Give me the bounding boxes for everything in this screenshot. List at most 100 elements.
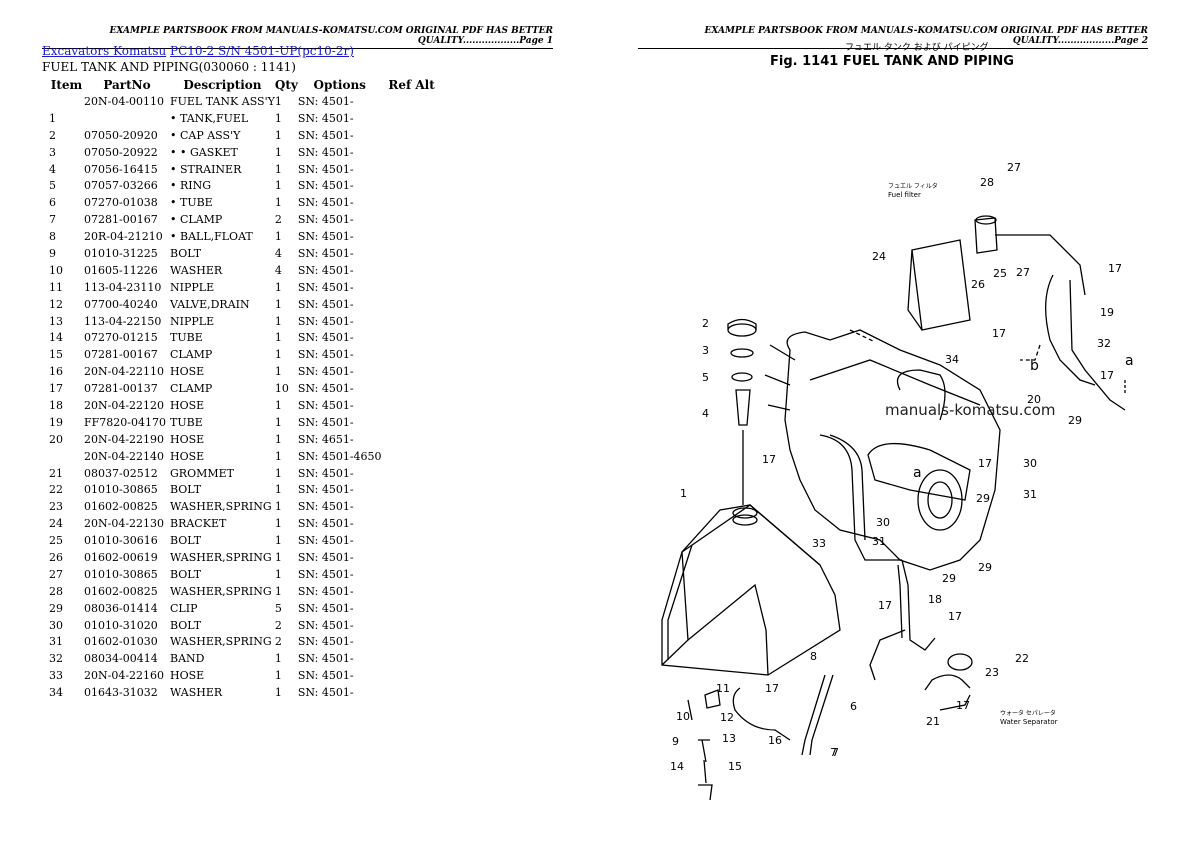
water-separator-label-jp: ウォータ セパレータ xyxy=(1000,709,1056,717)
callout: 4 xyxy=(702,407,709,420)
section-title: FUEL TANK AND PIPING(030060 : 1141) xyxy=(42,60,296,74)
cell-item: 23 xyxy=(49,500,63,514)
cell-options: SN: 4501- xyxy=(297,213,354,227)
cell-item: 34 xyxy=(49,686,63,700)
cell-partno: 20R-04-21210 xyxy=(84,230,163,244)
cell-qty: 1 xyxy=(274,297,282,311)
cell-options: SN: 4501- xyxy=(297,584,354,598)
callout: 30 xyxy=(1023,457,1037,470)
callout: 17 xyxy=(765,682,779,695)
cell-partno: 07057-03266 xyxy=(84,179,158,193)
cell-refalt xyxy=(382,583,442,600)
cell-qty: 1 xyxy=(274,500,282,514)
cell-refalt xyxy=(382,515,442,532)
cell-item: 17 xyxy=(49,382,63,396)
cell-options: SN: 4501- xyxy=(297,686,354,700)
cell-refalt xyxy=(382,498,442,515)
cell-qty: 1 xyxy=(274,534,282,548)
callout: 29 xyxy=(942,572,956,585)
cell-refalt xyxy=(382,245,442,262)
callout: 17 xyxy=(978,457,992,470)
cell-partno: 08034-00414 xyxy=(84,652,158,666)
cell-qty: 1 xyxy=(274,652,282,666)
callout: 17 xyxy=(762,453,776,466)
cell-options: SN: 4501- xyxy=(297,652,354,666)
callout: 33 xyxy=(812,537,826,550)
cell-item: 21 xyxy=(49,466,63,480)
cell-description: NIPPLE xyxy=(170,314,215,328)
cell-options: SN: 4501- xyxy=(297,567,354,581)
cell-description: • BALL,FLOAT xyxy=(170,230,253,244)
table-header-row: Item PartNo Description Qty Options Ref … xyxy=(42,76,442,93)
cell-qty: 1 xyxy=(274,162,282,176)
cell-options: SN: 4501- xyxy=(297,297,354,311)
callout: 2 xyxy=(702,317,709,330)
cell-description: • TANK,FUEL xyxy=(170,111,249,125)
cell-description: CLAMP xyxy=(170,348,213,362)
cell-partno: 07050-20920 xyxy=(84,128,158,142)
callout: 29 xyxy=(976,492,990,505)
cell-refalt xyxy=(382,262,442,279)
cell-qty: 1 xyxy=(274,483,282,497)
cell-item: 18 xyxy=(49,398,63,412)
callout: 18 xyxy=(928,593,942,606)
callout: 3 xyxy=(702,344,709,357)
cell-item: 5 xyxy=(49,179,56,193)
cell-refalt xyxy=(382,313,442,330)
callout: 29 xyxy=(978,561,992,574)
col-header-description: Description xyxy=(183,77,262,92)
cell-refalt xyxy=(382,600,442,617)
cell-qty: 1 xyxy=(274,584,282,598)
cell-item: 6 xyxy=(49,196,56,210)
cell-options: SN: 4501- xyxy=(297,314,354,328)
cell-qty: 1 xyxy=(274,128,282,142)
cell-partno xyxy=(84,110,170,127)
cell-description: HOSE xyxy=(170,365,205,379)
cell-description: GROMMET xyxy=(170,466,234,480)
cell-options: SN: 4501- xyxy=(297,500,354,514)
cell-qty: 4 xyxy=(274,263,282,277)
breadcrumb-link-model[interactable]: PC10-2 S/N 4501-UP(pc10-2r) xyxy=(170,44,354,58)
fuel-filter-label-jp: フュエル フィルタ xyxy=(888,182,938,190)
col-header-qty: Qty xyxy=(274,77,298,92)
cell-options: SN: 4501- xyxy=(297,415,354,429)
callout: 22 xyxy=(1015,652,1029,665)
cell-qty: 10 xyxy=(274,382,289,396)
cell-item: 19 xyxy=(49,415,63,429)
cell-options: SN: 4501- xyxy=(297,601,354,615)
page-header-left: EXAMPLE PARTSBOOK FROM MANUALS-KOMATSU.C… xyxy=(42,26,553,49)
breadcrumb-link-category[interactable]: Excavators Komatsu xyxy=(42,44,167,58)
cell-item: 28 xyxy=(49,584,63,598)
cell-partno: 20N-04-22140 xyxy=(84,449,165,463)
cell-qty: 1 xyxy=(274,432,282,446)
cell-partno: 01010-30616 xyxy=(84,534,158,548)
diagram-drawing xyxy=(661,215,1126,801)
cell-description: VALVE,DRAIN xyxy=(170,297,250,311)
cell-item: 8 xyxy=(49,230,56,244)
cell-description: NIPPLE xyxy=(170,280,215,294)
cell-partno: 01010-31225 xyxy=(84,246,158,260)
cell-description: BOLT xyxy=(170,618,202,632)
cell-options: SN: 4501- xyxy=(297,230,354,244)
col-header-refalt: Ref Alt xyxy=(388,77,435,92)
cell-item: 11 xyxy=(49,280,63,294)
cell-partno: 01643-31032 xyxy=(84,686,158,700)
callout: 11 xyxy=(716,682,730,695)
cell-item: 33 xyxy=(49,669,63,683)
cell-item: 31 xyxy=(49,635,63,649)
cell-item: 20 xyxy=(49,432,63,446)
cell-partno: 01605-11226 xyxy=(84,263,158,277)
cell-partno: 07050-20922 xyxy=(84,145,158,159)
cell-refalt xyxy=(382,465,442,482)
cell-item: 24 xyxy=(49,517,63,531)
